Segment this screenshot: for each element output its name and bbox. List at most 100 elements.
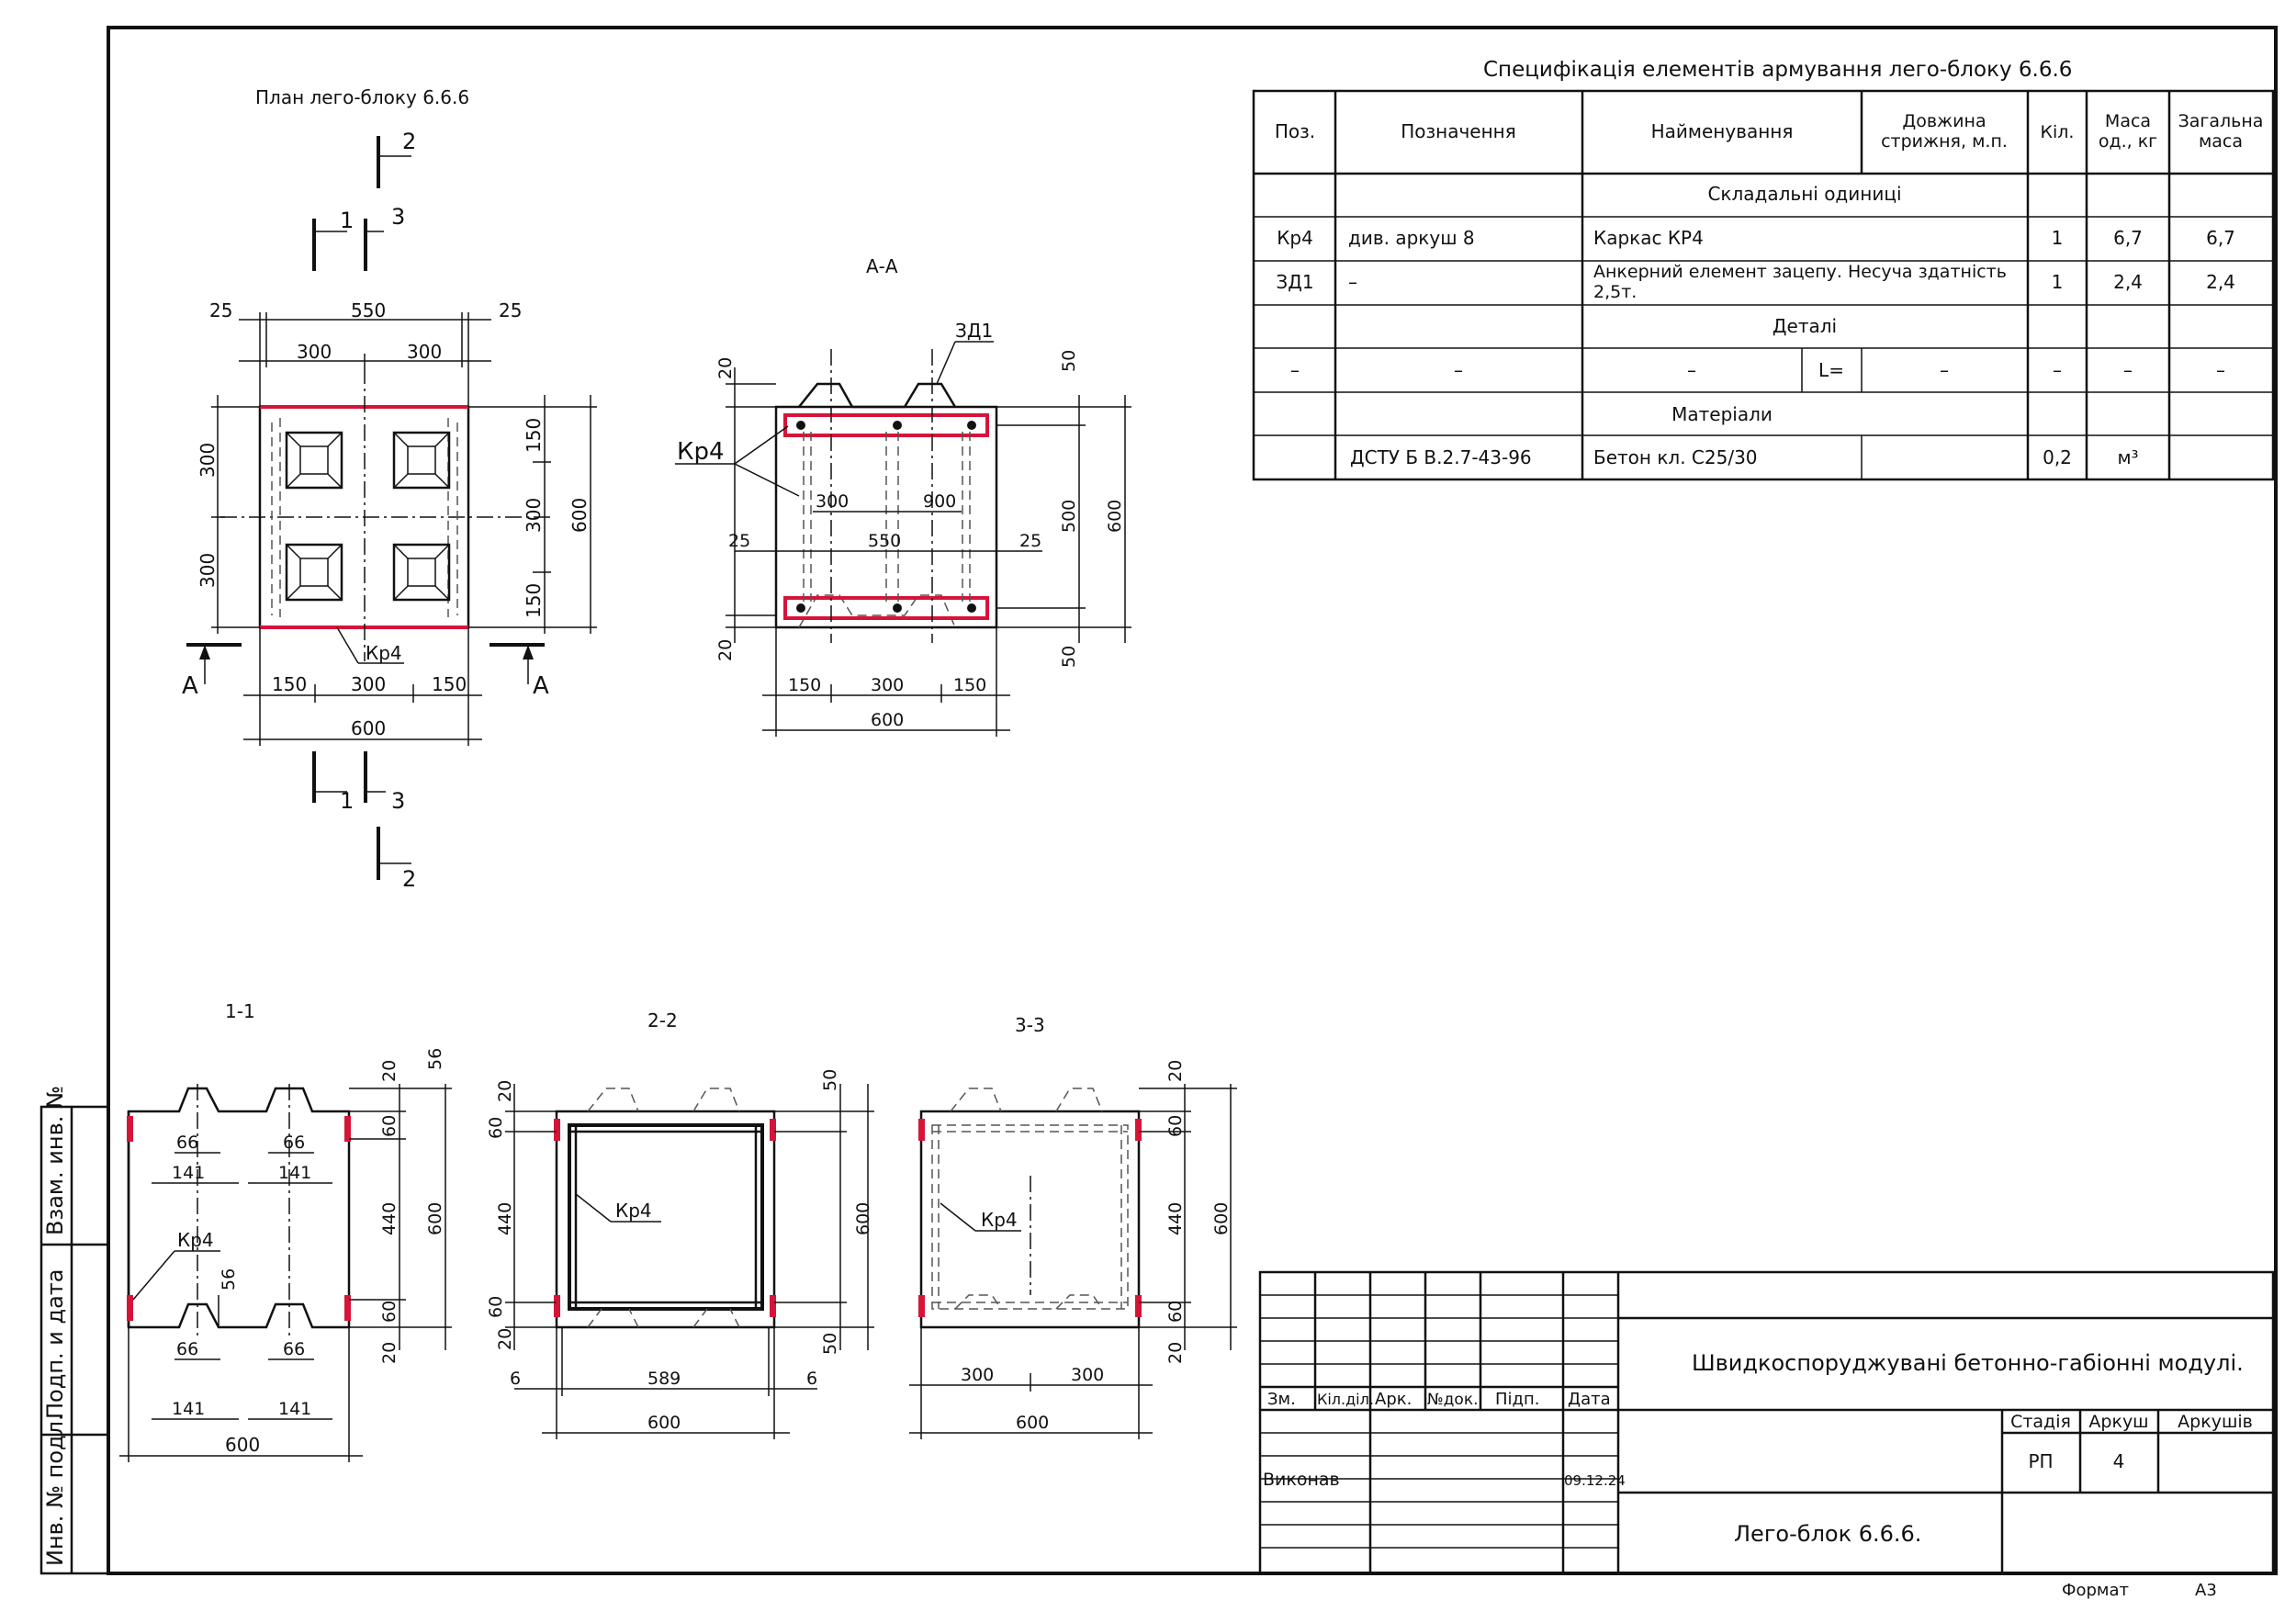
spec-table: Специфікація елементів армування лего-бл… <box>1252 58 2275 481</box>
spec-zd1-name-1: Анкерний елемент зацепу. Несуча здатніст… <box>1593 262 2007 282</box>
section-aa-dim-20-top: 20 <box>715 357 736 379</box>
section-22-dim-60-bottom: 60 <box>486 1296 506 1318</box>
section-22-title: 2-2 <box>647 1009 678 1031</box>
section-11-dim-141-b: 141 <box>278 1163 311 1183</box>
section-aa-dim-300-bottom: 300 <box>871 675 904 695</box>
section-33-dim-440: 440 <box>1165 1202 1186 1235</box>
section-11-dim-66-b: 66 <box>283 1133 305 1153</box>
plan-kp4-label: Кр4 <box>366 642 402 664</box>
spec-zd1-name-2: 2,5т. <box>1593 282 1637 302</box>
plan-section-1-bottom: 1 <box>340 788 354 814</box>
title-sheet: 4 <box>2113 1450 2125 1472</box>
section-22-dim-50-top: 50 <box>820 1069 840 1091</box>
section-22-dim-20-bottom: 20 <box>495 1328 515 1350</box>
spec-detail-length: – <box>1940 359 1949 381</box>
side-stamp-3: Инв. № подл. <box>42 1414 68 1566</box>
spec-kp4-designation: див. аркуш 8 <box>1348 227 1475 249</box>
title-executed: Виконав <box>1263 1470 1340 1490</box>
title-col-ark: Арк. <box>1375 1390 1412 1409</box>
title-project: Швидкоспоруджувані бетонно-габіонні моду… <box>1692 1350 2244 1376</box>
spec-material-name: Бетон кл. С25/30 <box>1593 446 1758 468</box>
section-33: 3-3 20 60 440 600 60 20 300 300 <box>909 1014 1237 1439</box>
title-stage: РП <box>2028 1450 2053 1472</box>
plan-dim-150-right-top: 150 <box>523 418 545 453</box>
section-22-dim-589: 589 <box>647 1369 681 1389</box>
spec-kp4-total: 6,7 <box>2206 227 2235 249</box>
section-aa-dim-25-left: 25 <box>728 531 750 551</box>
plan-section-2-top: 2 <box>402 129 416 154</box>
section-aa-dim-20-bottom: 20 <box>715 639 736 661</box>
spec-detail-length-label: L= <box>1818 359 1844 381</box>
spec-detail-total: – <box>2216 359 2225 381</box>
plan-dim-25-right: 25 <box>499 299 522 321</box>
section-aa-dim-600-right: 600 <box>1105 500 1125 533</box>
spec-material-unit: м³ <box>2117 446 2138 468</box>
spec-head-length-1: Довжина <box>1902 111 1986 131</box>
spec-zd1-pos: ЗД1 <box>1276 271 1313 293</box>
plan-dim-300-left-bottom: 300 <box>197 553 219 588</box>
section-33-dim-60-bottom: 60 <box>1165 1301 1186 1323</box>
spec-zd1-total: 2,4 <box>2206 271 2235 293</box>
plan-section-a-left: A <box>182 672 198 700</box>
section-22-dim-50-bottom: 50 <box>820 1333 840 1355</box>
spec-kp4-pos: Кр4 <box>1277 227 1313 249</box>
section-33-dim-20-bottom: 20 <box>1165 1342 1186 1364</box>
section-aa-title: А-А <box>866 255 898 277</box>
section-11-dim-600-bottom: 600 <box>225 1434 260 1456</box>
section-33-kp4: Кр4 <box>981 1209 1018 1231</box>
section-33-dim-20-top: 20 <box>1165 1060 1186 1082</box>
plan-dim-25-left: 25 <box>209 299 232 321</box>
plan-section-3-bottom: 3 <box>391 788 405 814</box>
plan-lug-2 <box>392 431 451 490</box>
title-date: 09.12.24 <box>1564 1472 1626 1489</box>
title-col-kildil: Кіл.діл. <box>1317 1391 1374 1408</box>
section-aa-dim-900: 900 <box>923 491 956 512</box>
plan-dim-300-right: 300 <box>523 498 545 533</box>
spec-detail-mass: – <box>2123 359 2133 381</box>
section-33-title: 3-3 <box>1015 1014 1045 1036</box>
spec-detail-name: – <box>1687 359 1696 381</box>
spec-head-designation: Позначення <box>1401 120 1516 142</box>
spec-group-materials: Матеріали <box>1671 403 1773 425</box>
section-22-kp4: Кр4 <box>615 1200 652 1222</box>
section-22-dim-20-top: 20 <box>495 1080 515 1102</box>
spec-head-total-1: Загальна <box>2178 111 2264 131</box>
section-11-dim-66-c: 66 <box>176 1339 198 1359</box>
title-sheet-name: Лего-блок 6.6.6. <box>1734 1521 1921 1547</box>
title-col-data: Дата <box>1568 1390 1611 1409</box>
section-11-dim-60-bottom: 60 <box>379 1301 400 1323</box>
spec-zd1-designation: – <box>1348 271 1357 293</box>
title-col-zm: Зм. <box>1267 1390 1296 1409</box>
section-11-kp4: Кр4 <box>177 1229 214 1251</box>
section-22-dim-440: 440 <box>495 1202 515 1235</box>
section-22-dim-600-bottom: 600 <box>647 1413 681 1433</box>
section-aa-dim-550: 550 <box>868 531 901 551</box>
section-11-dim-56-top: 56 <box>425 1048 445 1070</box>
sheet-frame <box>107 26 2278 1575</box>
section-11-dim-60-top: 60 <box>379 1115 400 1137</box>
title-block: Зм. Кіл.діл. Арк. №док. Підп. Дата Викон… <box>1258 1270 2275 1575</box>
side-stamp: Взам. инв. № Подп. и дата Инв. № подл. <box>39 1086 110 1575</box>
spec-title: Специфікація елементів армування лего-бл… <box>1483 58 2072 82</box>
title-sheet-head: Аркуш <box>2088 1412 2148 1432</box>
section-11-dim-20-bottom: 20 <box>379 1342 400 1364</box>
spec-zd1-qty: 1 <box>2052 271 2064 293</box>
spec-detail-designation: – <box>1454 359 1463 381</box>
section-33-dim-300-right: 300 <box>1071 1365 1104 1385</box>
section-33-dim-300-left: 300 <box>961 1365 994 1385</box>
section-aa-dim-50-top: 50 <box>1059 350 1079 372</box>
plan-dim-150-right-bottom: 150 <box>523 583 545 618</box>
plan-dim-300-top-left: 300 <box>297 341 332 363</box>
plan-title: План лего-блоку 6.6.6 <box>255 86 469 108</box>
section-aa: А-А ЗД1 Кр4 20 20 <box>675 255 1131 737</box>
section-11-dim-56-mid: 56 <box>219 1268 239 1291</box>
title-stage-head: Стадія <box>2010 1412 2071 1432</box>
section-aa-dim-300: 300 <box>816 491 849 512</box>
section-aa-dim-600-bottom: 600 <box>871 710 904 730</box>
plan-section-3-top: 3 <box>391 204 405 230</box>
section-33-dim-600-bottom: 600 <box>1016 1413 1049 1433</box>
spec-detail-pos: – <box>1290 359 1300 381</box>
spec-group-assembly: Складальні одиниці <box>1707 183 1901 205</box>
spec-head-pos: Поз. <box>1275 120 1315 142</box>
